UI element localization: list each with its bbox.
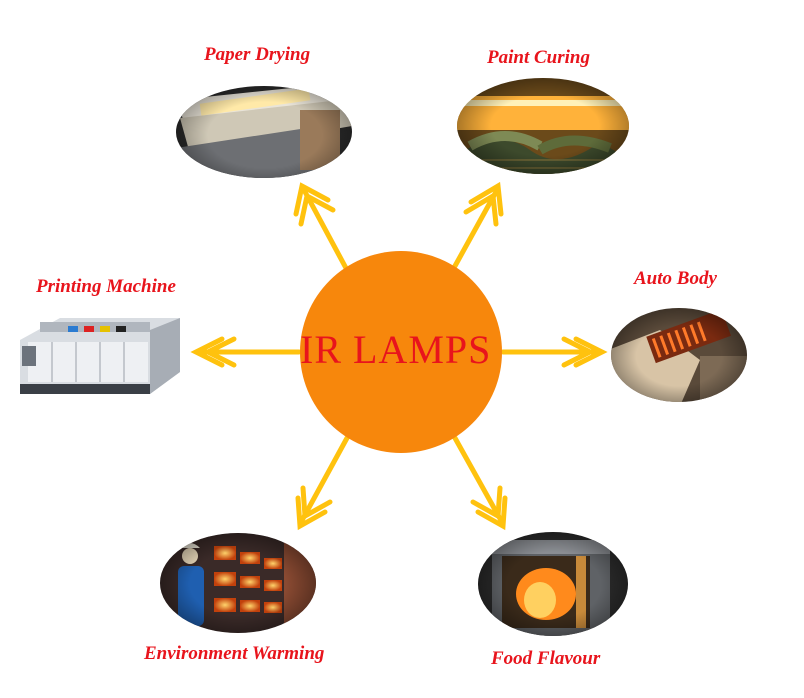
center-title: IR LAMPS bbox=[300, 327, 492, 372]
arrow-to-printing-machine bbox=[190, 336, 302, 368]
label-auto-body: Auto Body bbox=[634, 268, 717, 289]
label-paper-drying: Paper Drying bbox=[204, 44, 311, 65]
arrow-to-environment-warming bbox=[295, 435, 350, 531]
auto-body-photo bbox=[611, 308, 747, 402]
environment-warming-photo bbox=[160, 533, 316, 633]
food-flavour-photo bbox=[478, 532, 628, 636]
center-circle bbox=[300, 251, 502, 453]
arrow-to-food-flavour bbox=[452, 435, 508, 531]
paper-drying-photo bbox=[176, 86, 352, 178]
label-printing-machine: Printing Machine bbox=[36, 276, 176, 297]
label-paint-curing: Paint Curing bbox=[487, 47, 590, 68]
label-food-flavour: Food Flavour bbox=[491, 648, 601, 669]
paint-curing-photo bbox=[457, 78, 629, 174]
arrow-to-auto-body bbox=[500, 336, 608, 368]
printing-machine-photo bbox=[20, 318, 180, 394]
label-environment-warming: Environment Warming bbox=[144, 643, 325, 664]
arrow-to-paper-drying bbox=[293, 182, 350, 273]
arrow-to-paint-curing bbox=[452, 181, 504, 269]
